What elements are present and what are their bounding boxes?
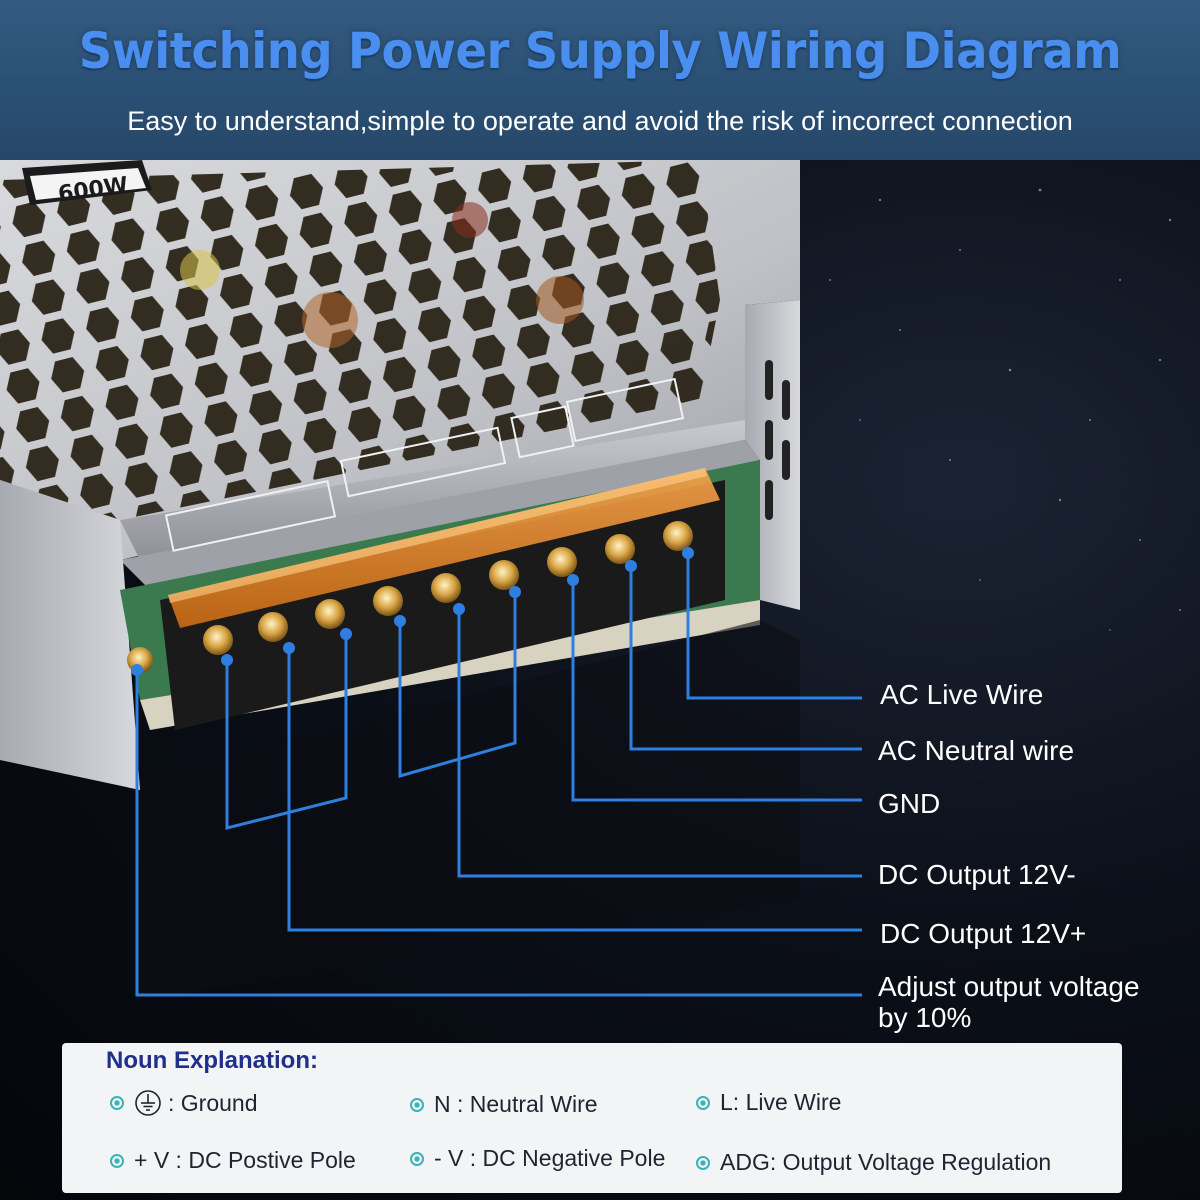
label-adjust-line1: Adjust output voltage	[878, 971, 1140, 1002]
bullet-icon	[110, 1096, 124, 1110]
noun-ground: : Ground	[110, 1089, 258, 1117]
noun-live: L: Live Wire	[696, 1089, 841, 1116]
label-dc-negative: DC Output 12V-	[878, 859, 1076, 890]
bullet-icon	[410, 1097, 424, 1112]
noun-negative: - V : DC Negative Pole	[410, 1145, 665, 1172]
terminal-cover	[168, 468, 720, 628]
bullet-icon	[410, 1151, 424, 1166]
starfield	[829, 188, 1181, 631]
noun-live-text: L: Live Wire	[720, 1089, 842, 1115]
vent-grid	[0, 160, 720, 520]
bullet-icon	[110, 1153, 124, 1168]
bullet-icon	[696, 1095, 710, 1110]
terminal-dots	[131, 547, 694, 676]
bullet-icon	[696, 1155, 710, 1170]
noun-neutral: N : Neutral Wire	[410, 1091, 598, 1118]
terminal-block	[160, 480, 725, 730]
wiring-lines	[135, 553, 862, 997]
noun-ground-text: : Ground	[168, 1089, 258, 1116]
noun-adg-text: ADG: Output Voltage Regulation	[720, 1149, 1052, 1175]
noun-negative-text: - V : DC Negative Pole	[434, 1145, 666, 1171]
noun-adg: ADG: Output Voltage Regulation	[696, 1149, 1051, 1176]
noun-positive: + V : DC Postive Pole	[110, 1147, 356, 1174]
casing-front-lip	[120, 420, 745, 560]
label-ac-live: AC Live Wire	[880, 679, 1044, 710]
noun-explanation-title: Noun Explanation:	[106, 1047, 318, 1074]
header-band: Switching Power Supply Wiring Diagram Ea…	[0, 0, 1200, 160]
label-dc-positive: DC Output 12V+	[880, 918, 1087, 949]
ground-symbol-icon	[135, 1090, 161, 1116]
screws	[127, 521, 693, 673]
power-supply-illustration: 600W	[0, 160, 862, 997]
label-adjust-line2: by 10%	[878, 1002, 972, 1033]
label-ac-neutral: AC Neutral wire	[878, 735, 1075, 766]
wattage-badge: 600W	[22, 160, 152, 207]
noun-neutral-text: N : Neutral Wire	[434, 1091, 598, 1117]
label-gnd: GND	[878, 788, 941, 819]
page-title: Switching Power Supply Wiring Diagram	[78, 22, 1122, 80]
page-subtitle: Easy to understand,simple to operate and…	[127, 106, 1073, 136]
noun-positive-text: + V : DC Postive Pole	[134, 1147, 356, 1173]
noun-explanation-panel: Noun Explanation: : Ground N : Neutral W…	[62, 1043, 1122, 1193]
